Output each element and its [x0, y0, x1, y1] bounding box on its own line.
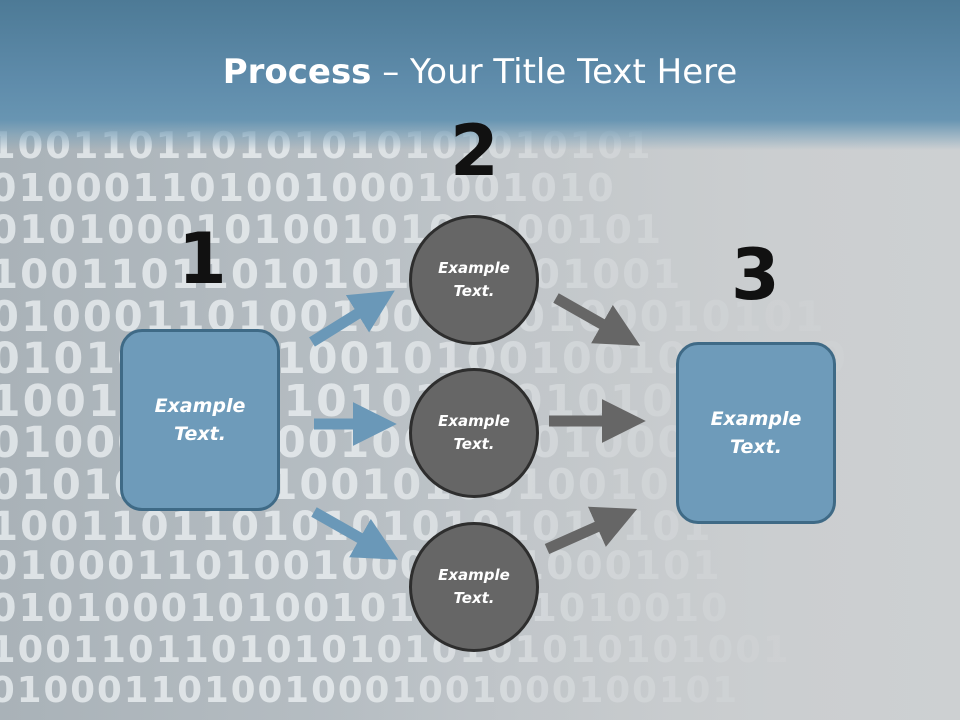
step-number-1: 1 [178, 218, 227, 300]
header-band [0, 0, 960, 150]
step-number-2: 2 [450, 110, 499, 192]
step-1-box: Example Text. [120, 329, 280, 511]
step-2-circle-2-text: Example Text. [438, 411, 510, 453]
step-2-circle-1-text: Example Text. [438, 258, 510, 300]
step-2-circle-3: Example Text. [409, 522, 539, 652]
arrow-2a-to-3 [553, 293, 641, 346]
step-2-circle-3-text: Example Text. [438, 565, 510, 607]
step-3-box: Example Text. [676, 342, 836, 524]
step-number-3: 3 [731, 234, 780, 316]
arrow-1-to-2a [309, 290, 395, 347]
step-1-text: Example Text. [154, 394, 246, 446]
step-3-text: Example Text. [710, 407, 802, 459]
title-rest: – Your Title Text Here [371, 52, 738, 92]
step-2-circle-1: Example Text. [409, 215, 539, 345]
arrow-1-to-2c [311, 507, 399, 560]
title-bold: Process [222, 52, 372, 92]
arrow-2c-to-3 [544, 506, 638, 555]
slide-title: Process – Your Title Text Here [0, 52, 960, 92]
step-2-circle-2: Example Text. [409, 368, 539, 498]
